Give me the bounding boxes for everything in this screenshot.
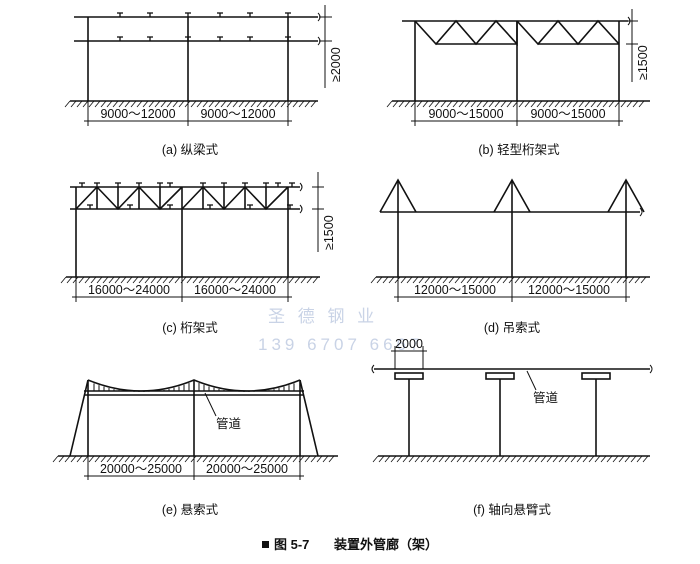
- panel-f-axial-cantilever: 2000 管道 (f) 轴向悬臂式: [371, 337, 653, 517]
- panel-c-label: (c) 桁架式: [162, 321, 218, 335]
- figure-caption-title: 装置外管廊（架）: [333, 537, 438, 552]
- cantilever-dim-f: 2000: [395, 337, 423, 351]
- span-dim-e-1: 20000～25000: [100, 462, 182, 476]
- truss-b-1: [414, 19, 518, 47]
- cable-d-2: [493, 178, 531, 213]
- caption-bullet: [262, 541, 269, 548]
- span-dim-d-1: 12000～15000: [414, 283, 496, 297]
- watermark: 圣 德 钢 业 139 6707 6667: [258, 307, 423, 354]
- truss-b-2: [516, 19, 620, 46]
- panel-e-catenary: 管道 20000～25000 20000～25000 (e) 悬索式: [58, 379, 338, 517]
- panel-b-light-truss: ≥1500 9000～15000 9000～15000 (b) 轻型桁架式: [392, 9, 650, 157]
- catenary-cable-e: [87, 379, 301, 392]
- vertical-dim-b: ≥1500: [636, 45, 650, 80]
- ground-hatch: [370, 276, 647, 284]
- panel-c-truss: ≥1500 16000～24000 16000～24000 (c) 桁架式: [66, 172, 336, 335]
- panel-a-longitudinal-beam: ≥2000 9000～12000 9000～12000 (a) 纵梁式: [70, 5, 343, 157]
- span-dim-e-2: 20000～25000: [206, 462, 288, 476]
- panel-b-label: (b) 轻型桁架式: [478, 143, 560, 157]
- cable-d-3: [607, 178, 645, 213]
- span-dim-a-2: 9000～12000: [200, 107, 275, 121]
- pipe-label-e: 管道: [216, 416, 242, 431]
- figure-caption-number: 图 5-7: [274, 537, 309, 552]
- ground-hatch: [64, 100, 317, 108]
- cable-d-1: [379, 178, 417, 213]
- vertical-dim-c: ≥1500: [322, 215, 336, 250]
- truss-c-1: [75, 185, 183, 211]
- panel-d-label: (d) 吊索式: [484, 321, 541, 335]
- ground-hatch: [372, 455, 649, 463]
- span-dim-a-1: 9000～12000: [100, 107, 175, 121]
- panel-d-suspension-cable: 12000～15000 12000～15000 (d) 吊索式: [376, 178, 650, 335]
- pipe-label-f: 管道: [533, 390, 559, 405]
- vertical-dim-a: ≥2000: [329, 47, 343, 82]
- truss-c-2: [181, 185, 289, 211]
- span-dim-b-1: 9000～15000: [428, 107, 503, 121]
- watermark-line-2: 139 6707 6667: [258, 335, 423, 354]
- panel-f-label: (f) 轴向悬臂式: [473, 502, 551, 517]
- watermark-line-1: 圣 德 钢 业: [268, 307, 378, 326]
- span-dim-d-2: 12000～15000: [528, 283, 610, 297]
- span-dim-c-2: 16000～24000: [194, 283, 276, 297]
- panel-a-label: (a) 纵梁式: [162, 142, 219, 157]
- panel-e-label: (e) 悬索式: [162, 503, 219, 517]
- span-dim-c-1: 16000～24000: [88, 283, 170, 297]
- ground-hatch: [386, 100, 645, 108]
- ground-hatch: [52, 455, 335, 463]
- ground-hatch: [60, 276, 319, 284]
- span-dim-b-2: 9000～15000: [530, 107, 605, 121]
